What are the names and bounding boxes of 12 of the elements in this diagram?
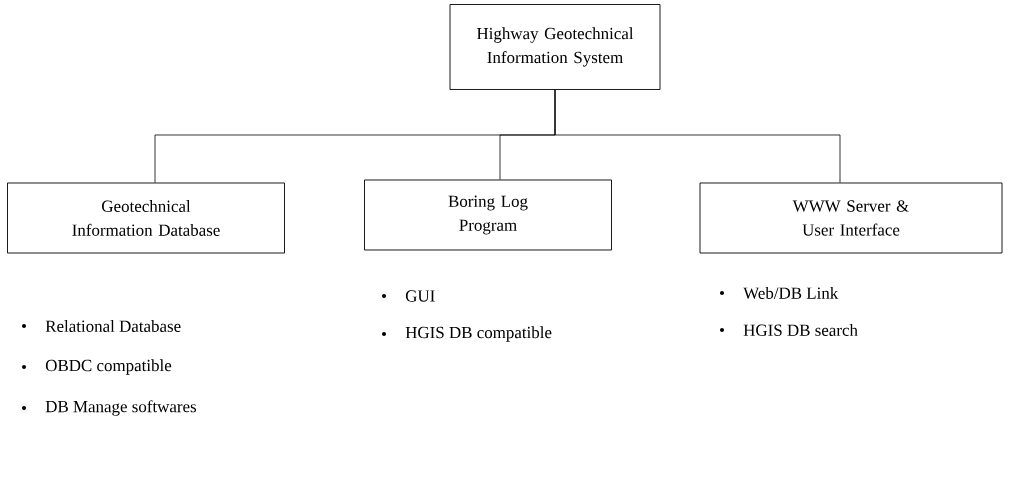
list-item: DB Manage softwares <box>45 400 197 416</box>
system-box: Highway Geotechnical Information System <box>449 4 661 90</box>
list-item: GUI <box>405 290 435 302</box>
system-box: Geotechnical Information Database <box>7 182 285 254</box>
list-item: OBDC compatible <box>45 359 172 375</box>
list-item: HGIS DB search <box>743 324 858 336</box>
list-item: Relational Database <box>45 320 181 332</box>
connector-line <box>554 89 841 183</box>
list-item: Web/DB Link <box>743 287 839 299</box>
system-box: Boring Log Program <box>364 179 612 251</box>
system-box: WWW Server & User Interface <box>699 182 1003 254</box>
list-item: HGIS DB compatible <box>405 326 552 342</box>
